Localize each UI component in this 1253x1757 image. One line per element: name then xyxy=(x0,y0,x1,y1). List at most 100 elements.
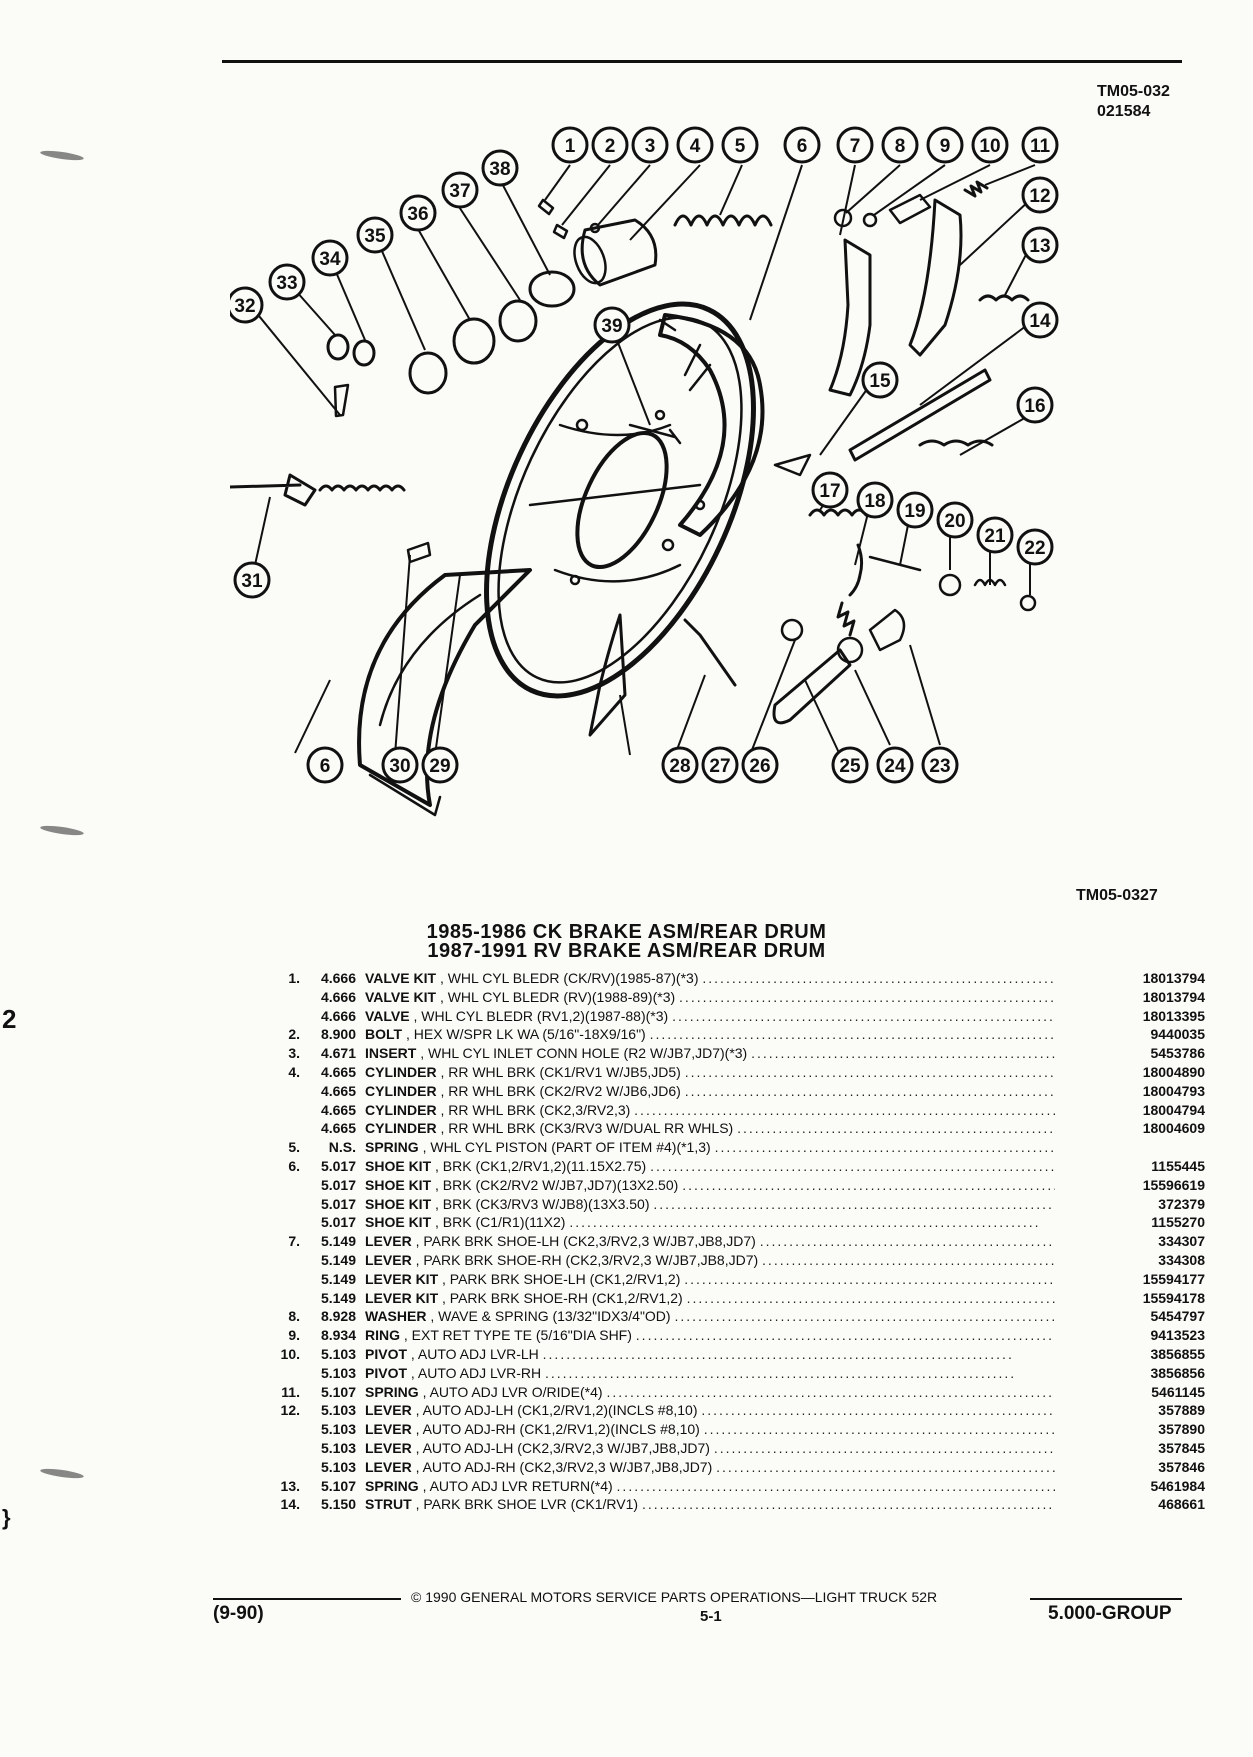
leader-dots: ........................................… xyxy=(713,1439,1055,1456)
leader-dots: ........................................… xyxy=(762,1251,1055,1268)
part-name: CYLINDER xyxy=(365,1101,437,1118)
part-description: PIVOT , AUTO ADJ LVR-LH ................… xyxy=(365,1345,1055,1363)
diagram-ref-code: TM05-0327 xyxy=(1076,887,1158,904)
park-cable xyxy=(230,473,406,507)
part-description: LEVER , AUTO ADJ-LH (CK1,2/RV1,2)(INCLS … xyxy=(365,1401,1055,1419)
part-name: PIVOT xyxy=(365,1364,408,1381)
callout-32: 32 xyxy=(230,286,264,324)
svg-text:28: 28 xyxy=(669,756,690,777)
callout-6: 6 xyxy=(783,126,821,164)
leader-dots: ........................................… xyxy=(684,1082,1055,1099)
part-detail: , BRK (CK2/RV2 W/JB7,JD7)(13X2.50) xyxy=(435,1176,679,1193)
part-number: 357889 xyxy=(1158,1402,1205,1419)
callout-30: 30 xyxy=(381,746,419,784)
group-number: 5.103 xyxy=(320,1345,356,1362)
svg-text:17: 17 xyxy=(819,481,840,502)
callout-22: 22 xyxy=(1016,528,1054,566)
part-name: VALVE KIT xyxy=(365,988,437,1005)
callout-26: 26 xyxy=(741,746,779,784)
group-number: 5.107 xyxy=(320,1477,356,1494)
callout-29: 29 xyxy=(421,746,459,784)
svg-text:1: 1 xyxy=(565,136,576,157)
part-name: LEVER xyxy=(365,1402,412,1419)
svg-text:25: 25 xyxy=(839,756,861,777)
piston-cup xyxy=(452,317,496,365)
part-name: SPRING xyxy=(365,1383,419,1400)
part-name: SHOE KIT xyxy=(365,1214,432,1231)
strut xyxy=(848,368,992,462)
leader-dots: ........................................… xyxy=(684,1063,1055,1080)
part-number: 18004794 xyxy=(1142,1101,1205,1118)
group-number: 4.666 xyxy=(320,988,356,1005)
cup xyxy=(408,351,448,395)
leader-dots: ........................................… xyxy=(702,970,1055,986)
svg-text:8: 8 xyxy=(895,136,906,157)
anchor-bolt xyxy=(333,383,350,418)
callout-24: 24 xyxy=(876,746,914,784)
cup-washer xyxy=(780,618,804,642)
svg-text:32: 32 xyxy=(234,296,255,317)
part-detail: , AUTO ADJ LVR-RH xyxy=(410,1364,542,1381)
item-number: 4. xyxy=(288,1063,300,1080)
svg-text:21: 21 xyxy=(984,526,1006,547)
group-number: 4.666 xyxy=(320,970,356,986)
wheel-cylinder xyxy=(573,218,658,287)
item-number: 2. xyxy=(288,1026,300,1043)
part-description: LEVER KIT , PARK BRK SHOE-LH (CK1,2/RV1,… xyxy=(365,1270,1055,1288)
svg-text:9: 9 xyxy=(940,136,951,157)
part-number: 468661 xyxy=(1158,1496,1205,1513)
part-description: SPRING , WHL CYL PISTON (PART OF ITEM #4… xyxy=(365,1138,1055,1156)
part-detail: , AUTO ADJ-LH (CK2,3/RV2,3 W/JB7,JB8,JD7… xyxy=(415,1439,710,1456)
part-name: LEVER xyxy=(365,1439,412,1456)
spring-11 xyxy=(963,180,989,198)
svg-text:3: 3 xyxy=(645,136,656,157)
callout-19: 19 xyxy=(896,491,934,529)
callout-8: 8 xyxy=(881,126,919,164)
boot xyxy=(326,333,350,361)
svg-text:24: 24 xyxy=(884,756,906,777)
cylinder-spring xyxy=(673,214,773,227)
part-number: 18013395 xyxy=(1142,1007,1205,1024)
part-name: SPRING xyxy=(365,1139,419,1156)
part-detail: , RR WHL BRK (CK1/RV1 W/JB5,JD5) xyxy=(440,1063,681,1080)
leader-dots: ........................................… xyxy=(737,1120,1055,1137)
part-name: BOLT xyxy=(365,1026,403,1043)
part-detail: , WHL CYL INLET CONN HOLE (R2 W/JB7,JD7)… xyxy=(420,1045,748,1062)
group-number: 5.150 xyxy=(320,1496,356,1513)
scan-mark xyxy=(39,1466,85,1481)
part-name: LEVER xyxy=(365,1458,412,1475)
part-description: STRUT , PARK BRK SHOE LVR (CK1/RV1) ....… xyxy=(365,1495,1055,1513)
callout-14: 14 xyxy=(1021,301,1059,339)
brake-shoe-left xyxy=(357,568,532,817)
part-description: LEVER , AUTO ADJ-RH (CK2,3/RV2,3 W/JB7,J… xyxy=(365,1458,1055,1476)
group-number: 5.149 xyxy=(320,1251,356,1268)
footer-rule-left xyxy=(213,1598,401,1600)
part-number: 3856856 xyxy=(1150,1364,1205,1381)
leader-dots: ........................................… xyxy=(686,1289,1055,1306)
part-description: WASHER , WAVE & SPRING (13/32"IDX3/4"OD)… xyxy=(365,1307,1055,1325)
callout-38: 38 xyxy=(481,149,519,187)
part-detail: , AUTO ADJ LVR-LH xyxy=(410,1345,539,1362)
part-description: VALVE KIT , WHL CYL BLEDR (RV)(1988-89)(… xyxy=(365,988,1055,1006)
item-number: 13. xyxy=(280,1477,300,1494)
svg-text:31: 31 xyxy=(241,571,263,592)
svg-text:2: 2 xyxy=(605,136,616,157)
part-name: PIVOT xyxy=(365,1345,408,1362)
group-number: 4.665 xyxy=(320,1063,356,1080)
part-number: 9413523 xyxy=(1150,1327,1205,1344)
figure-code: TM05-032 xyxy=(1097,83,1170,100)
svg-text:6: 6 xyxy=(320,756,331,777)
group-number: N.S. xyxy=(328,1139,356,1156)
shoe-spring xyxy=(808,508,868,517)
